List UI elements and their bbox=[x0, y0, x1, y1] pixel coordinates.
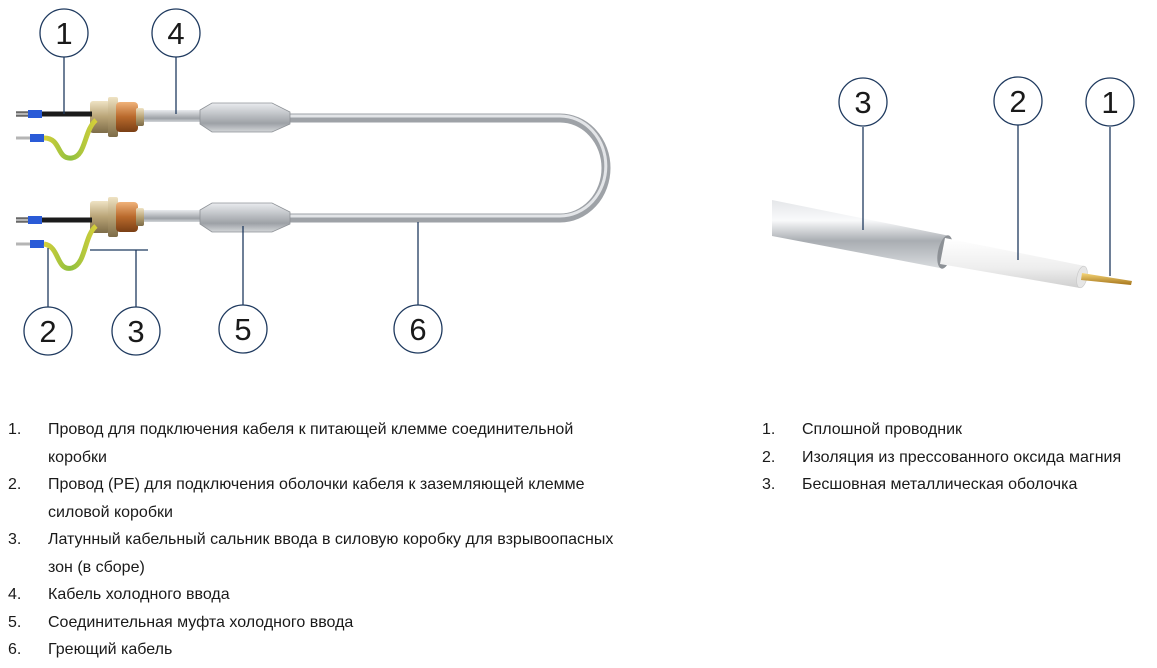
leader-lines-left bbox=[47, 57, 419, 309]
callout-6-label: 6 bbox=[409, 312, 426, 347]
callout-2-label: 2 bbox=[39, 314, 56, 349]
legend-item-text: Кабель холодного ввода bbox=[48, 586, 230, 603]
callout-1: 1 bbox=[39, 8, 89, 58]
legend-item-text: Сплошной проводник bbox=[802, 421, 963, 438]
legend-item-text: Греющий кабель bbox=[48, 641, 173, 658]
cold-lead-bottom bbox=[140, 210, 210, 222]
cable-cutaway bbox=[772, 200, 1132, 289]
cold-lead-top bbox=[140, 110, 210, 122]
legend-item-text: Провод (PE) для подключения оболочки каб… bbox=[48, 476, 585, 521]
coupling-top bbox=[199, 102, 291, 133]
legend-item-number: 6. bbox=[8, 641, 22, 658]
legend-item: 3. Латунный кабельный сальник ввода в сил… bbox=[8, 526, 628, 581]
cs-callout-1-label: 1 bbox=[1101, 85, 1118, 120]
legend-item: 1. Провод для подключения кабеля к питающ… bbox=[8, 416, 628, 471]
legend-item: 5. Соединительная муфта холодного ввода bbox=[8, 609, 628, 637]
heating-cable bbox=[285, 113, 611, 223]
callout-4-label: 4 bbox=[167, 16, 184, 51]
legend-item: 2. Изоляция из прессованного оксида магни… bbox=[762, 444, 1157, 472]
wires-bottom bbox=[16, 216, 98, 271]
legend-item-number: 3. bbox=[762, 476, 776, 493]
cs-callout-3: 3 bbox=[838, 77, 888, 127]
cs-callout-3-label: 3 bbox=[854, 85, 871, 120]
legend-item: 6. Греющий кабель bbox=[8, 636, 628, 664]
legend-item: 2. Провод (PE) для подключения оболочки к… bbox=[8, 471, 628, 526]
callout-6: 6 bbox=[393, 304, 443, 354]
cs-callout-1: 1 bbox=[1085, 77, 1135, 127]
leader-lines-right bbox=[862, 125, 1111, 276]
legend-item-number: 1. bbox=[8, 421, 22, 438]
legend-item-text: Провод для подключения кабеля к питающей… bbox=[48, 421, 574, 466]
legend-item: 3. Бесшовная металлическая оболочка bbox=[762, 471, 1157, 499]
callout-3-label: 3 bbox=[127, 314, 144, 349]
callout-4: 4 bbox=[151, 8, 201, 58]
cs-callout-2: 2 bbox=[993, 76, 1043, 126]
callout-5: 5 bbox=[218, 304, 268, 354]
legend-item: 4. Кабель холодного ввода bbox=[8, 581, 628, 609]
wires-top bbox=[16, 110, 98, 161]
coupling-bottom bbox=[199, 202, 291, 233]
legend-item-text: Изоляция из прессованного оксида магния bbox=[802, 448, 1122, 466]
cable-diagram: 1 4 2 3 5 6 3 2 bbox=[16, 8, 1135, 356]
legend-item-text: Бесшовная металлическая оболочка bbox=[802, 476, 1078, 493]
cable-gland-top bbox=[90, 97, 144, 137]
legend-item-number: 1. bbox=[762, 421, 776, 438]
callout-1-label: 1 bbox=[55, 16, 72, 51]
legend-item-text: Латунный кабельный сальник ввода в силов… bbox=[48, 531, 614, 576]
legend-item: 1. Сплошной проводник bbox=[762, 416, 1157, 444]
callout-5-label: 5 bbox=[234, 312, 251, 347]
cs-callout-2-label: 2 bbox=[1009, 84, 1026, 119]
legend-cross-section: 1. Сплошной проводник 2. Изоляция из пресс… bbox=[762, 416, 1157, 499]
legend-item-number: 2. bbox=[762, 448, 776, 466]
legend-item-number: 4. bbox=[8, 586, 22, 603]
callout-3: 3 bbox=[111, 306, 161, 356]
legend-item-text: Соединительная муфта холодного ввода bbox=[48, 613, 354, 631]
legend-item-number: 2. bbox=[8, 476, 22, 493]
callout-2: 2 bbox=[23, 306, 73, 356]
legend-item-number: 3. bbox=[8, 531, 22, 548]
legend-assembly: 1. Провод для подключения кабеля к питающ… bbox=[8, 416, 628, 664]
cable-gland-bottom bbox=[90, 197, 144, 237]
legend-item-number: 5. bbox=[8, 613, 22, 631]
